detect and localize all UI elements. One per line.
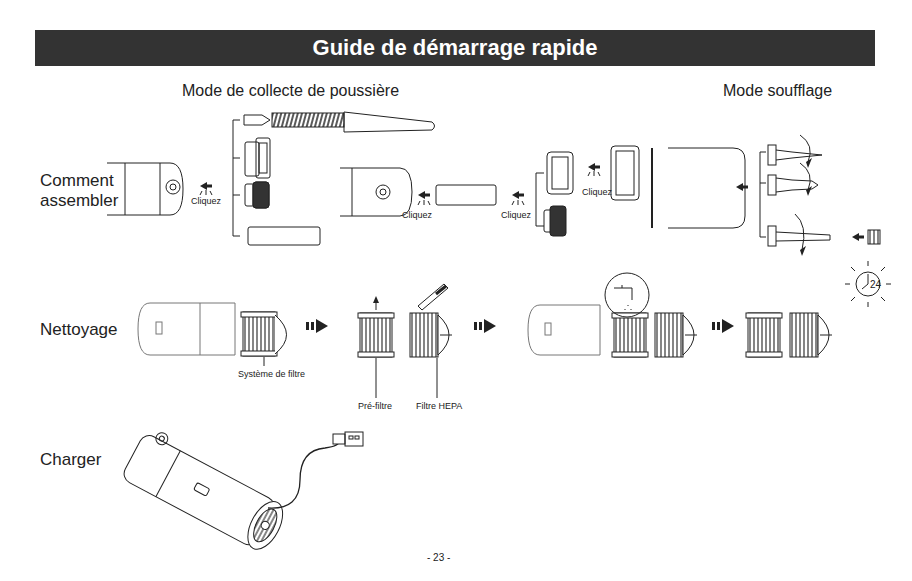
click-label: Cliquez <box>402 210 432 220</box>
click-label: Cliquez <box>501 210 531 220</box>
row-heading: Comment assembler <box>40 171 130 210</box>
hours-number: 24 <box>870 279 881 291</box>
row-heading: Nettoyage <box>40 320 118 340</box>
part-label: Filtre HEPA <box>416 401 462 411</box>
title: Guide de démarrage rapide <box>313 35 598 61</box>
click-label: Cliquez <box>582 187 612 197</box>
part-label: Pré-filtre <box>358 401 392 411</box>
click-label: Cliquez <box>191 196 221 206</box>
part-label: Système de filtre <box>238 369 305 379</box>
title-band: Guide de démarrage rapide <box>35 30 875 66</box>
mode-heading: Mode soufflage <box>723 82 832 100</box>
page-number: - 23 - <box>427 552 450 564</box>
row-heading: Charger <box>40 450 101 470</box>
mode-heading: Mode de collecte de poussière <box>182 82 399 100</box>
